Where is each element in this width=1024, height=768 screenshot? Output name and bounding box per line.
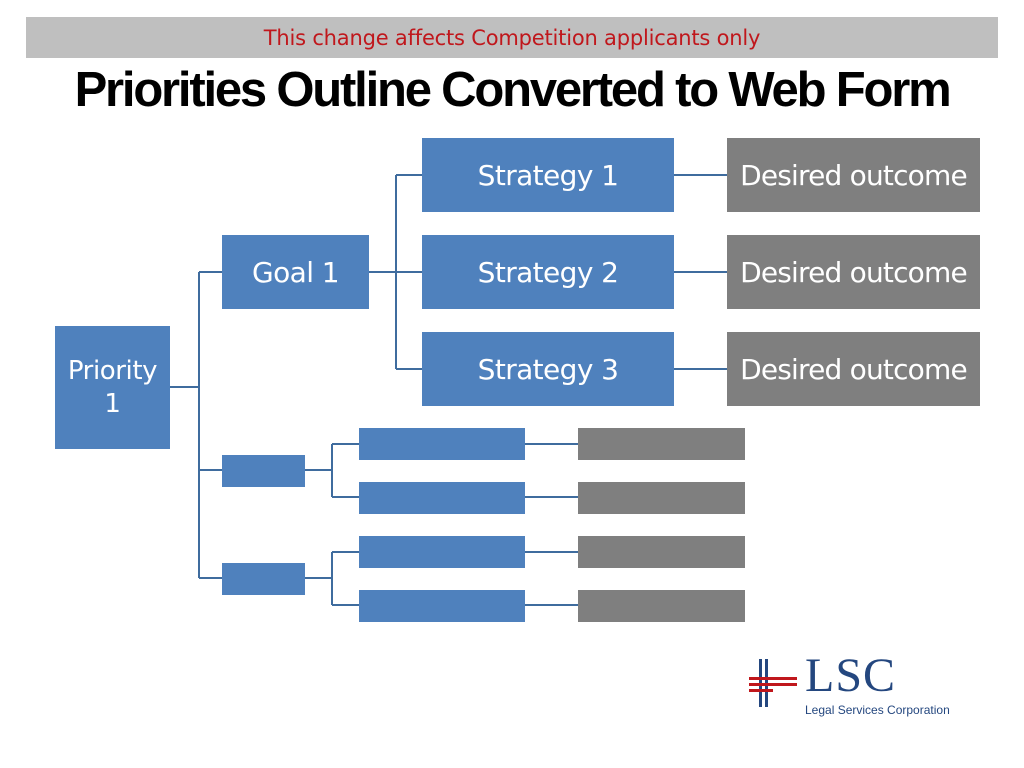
lsc-logo-icon (749, 659, 797, 707)
goal-placeholder-box (222, 563, 305, 595)
outcome-placeholder-box (578, 482, 745, 514)
outcome-label: Desired outcome (740, 255, 968, 289)
strategy-placeholder-box (359, 590, 525, 622)
goal-box: Goal 1 (222, 235, 369, 309)
priority-box: Priority 1 (55, 326, 170, 449)
outcome-placeholder-box (578, 590, 745, 622)
strategy-placeholder-box (359, 428, 525, 460)
lsc-logo-text: LSC (805, 649, 897, 702)
outcome-placeholder-box (578, 428, 745, 460)
notice-banner: This change affects Competition applican… (26, 17, 998, 58)
notice-text: This change affects Competition applican… (263, 25, 761, 50)
strategy-label: Strategy 3 (477, 352, 619, 386)
lsc-logo-subtitle: Legal Services Corporation (805, 703, 950, 717)
strategy-placeholder-box (359, 536, 525, 568)
strategy-label: Strategy 2 (477, 255, 619, 289)
goal-label: Goal 1 (252, 255, 339, 289)
strategy-box: Strategy 2 (422, 235, 674, 309)
outcome-label: Desired outcome (740, 352, 968, 386)
goal-placeholder-box (222, 455, 305, 487)
strategy-label: Strategy 1 (477, 158, 619, 192)
outcome-box: Desired outcome (727, 332, 980, 406)
slide-title: Priorities Outline Converted to Web Form (74, 63, 952, 117)
outcome-box: Desired outcome (727, 138, 980, 212)
priority-label: Priority 1 (67, 356, 158, 419)
outcome-box: Desired outcome (727, 235, 980, 309)
strategy-placeholder-box (359, 482, 525, 514)
outcome-placeholder-box (578, 536, 745, 568)
outcome-label: Desired outcome (740, 158, 968, 192)
strategy-box: Strategy 1 (422, 138, 674, 212)
strategy-box: Strategy 3 (422, 332, 674, 406)
